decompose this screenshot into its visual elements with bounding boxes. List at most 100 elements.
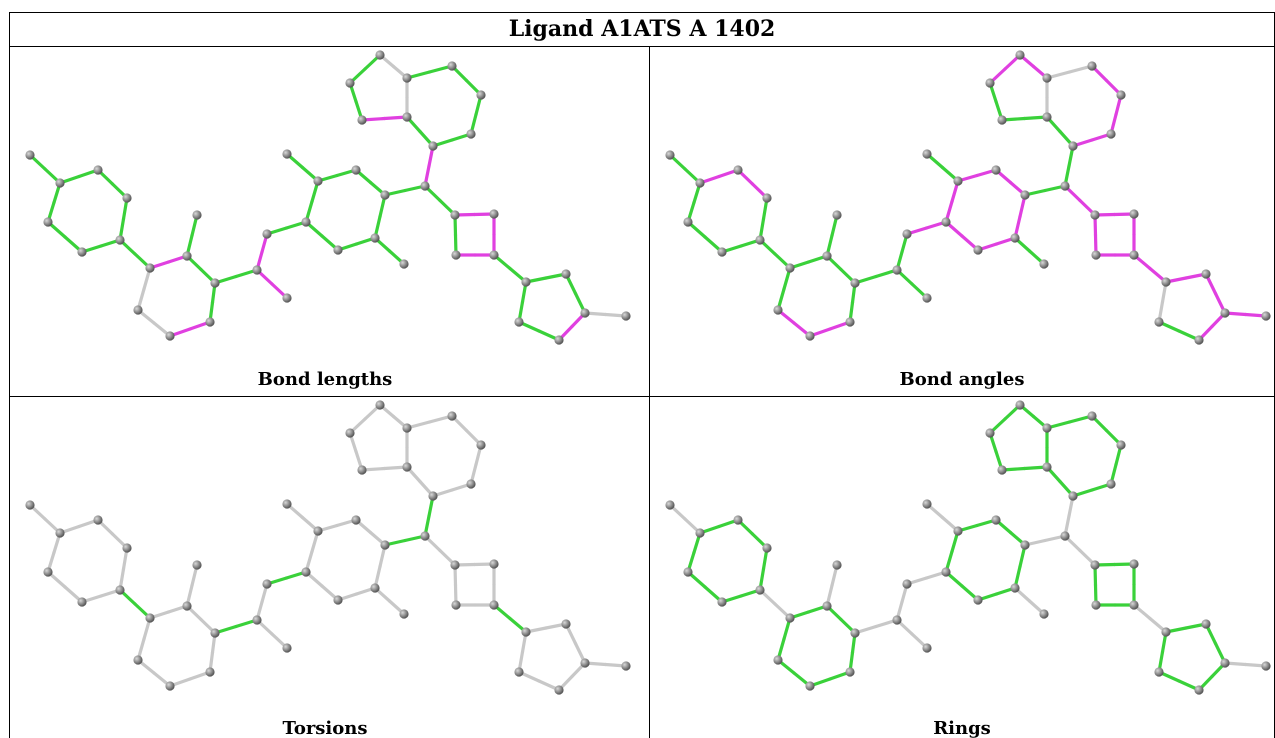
atom [621,661,631,671]
atom [922,293,932,303]
atom [1161,277,1171,287]
atom [43,567,53,577]
atom [683,217,693,227]
atom [182,251,192,261]
atom [210,278,220,288]
atom [93,165,103,175]
atom [447,61,457,71]
atom [902,579,912,589]
atom [973,245,983,255]
atom [165,331,175,341]
atom [262,229,272,239]
atom [922,149,932,159]
atom [922,499,932,509]
atom [282,643,292,653]
atom [514,667,524,677]
atom [1039,609,1049,619]
atom [55,178,65,188]
atom [25,500,35,510]
atom [1020,190,1030,200]
atom [476,90,486,100]
atom [333,595,343,605]
atom [683,567,693,577]
atom [489,209,499,219]
atom [402,73,412,83]
atom [93,515,103,525]
atom [351,165,361,175]
atom [55,528,65,538]
atom [665,150,675,160]
atom [252,615,262,625]
atom [489,250,499,260]
atom [1015,50,1025,60]
atom [1194,335,1204,345]
atom [1129,250,1139,260]
atom [402,462,412,472]
atom [25,150,35,160]
atom [733,515,743,525]
atom [755,585,765,595]
atom [370,233,380,243]
atom [182,601,192,611]
atom [1129,600,1139,610]
atom [1201,619,1211,629]
atom [1042,423,1052,433]
atom [420,531,430,541]
atom [554,335,564,345]
atom [489,600,499,610]
atom [1090,210,1100,220]
atom [973,595,983,605]
atom [1129,559,1139,569]
atom [773,655,783,665]
atom [850,278,860,288]
atom [262,579,272,589]
atom [301,567,311,577]
atom [1039,259,1049,269]
atom [122,543,132,553]
atom [762,543,772,553]
atom [902,229,912,239]
atom [1068,141,1078,151]
atom [1090,560,1100,570]
atom [205,317,215,327]
atom [450,560,460,570]
atom [997,465,1007,475]
atom [822,251,832,261]
atom [1129,209,1139,219]
atom [733,165,743,175]
atom [1116,90,1126,100]
atom [145,613,155,623]
atom [521,277,531,287]
atom [991,165,1001,175]
atom [695,528,705,538]
atom [1068,491,1078,501]
atom [77,597,87,607]
atom [953,526,963,536]
atom [357,465,367,475]
atom [695,178,705,188]
atom [447,411,457,421]
atom [845,667,855,677]
atom [351,515,361,525]
atom [345,78,355,88]
atom [805,331,815,341]
atom [402,423,412,433]
panel-torsions [25,400,631,695]
atom [77,247,87,257]
atom [892,615,902,625]
atom [192,210,202,220]
atom [282,499,292,509]
atom [755,235,765,245]
atom [1087,61,1097,71]
atom [1060,531,1070,541]
panel-bond-lengths [25,50,631,345]
atom [252,265,262,275]
atom [282,149,292,159]
atom [621,311,631,321]
atom [785,263,795,273]
caption-rings: Rings [933,718,991,738]
atom [115,585,125,595]
atom [805,681,815,691]
atom [1220,308,1230,318]
atom [773,305,783,315]
